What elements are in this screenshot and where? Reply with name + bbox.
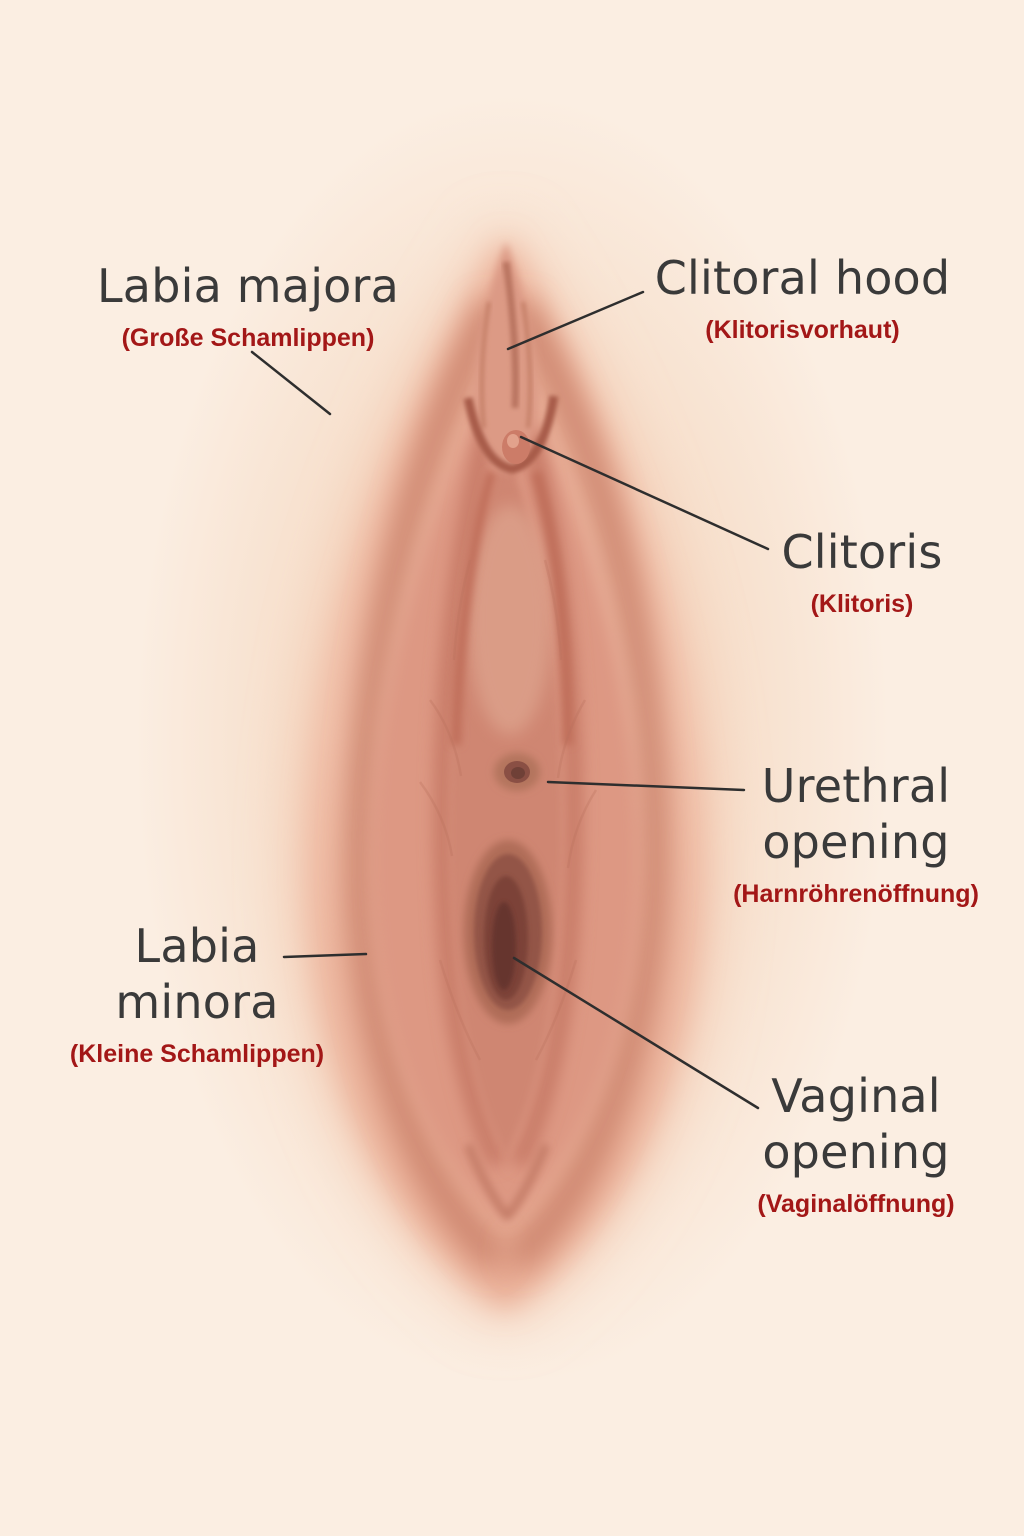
label-clitoral-hood-text: Clitoral hood [654, 251, 951, 305]
leader-line-clitoral-hood [506, 290, 645, 351]
label-labia-majora-text: Labia majora [96, 259, 400, 313]
label-clitoris: Clitoris (Klitoris) [762, 524, 962, 619]
label-labia-minora: Labia minora (Kleine Schamlippen) [69, 918, 325, 1069]
label-urethral-opening: Urethral opening (Harnröhrenöffnung) [733, 758, 979, 909]
clitoral-hood-shape [463, 242, 559, 474]
label-labia-minora-translation: (Kleine Schamlippen) [69, 1040, 325, 1069]
leader-line-clitoris [519, 435, 770, 551]
leader-line-urethral-opening [546, 780, 746, 792]
label-labia-majora: Labia majora (Große Schamlippen) [78, 258, 418, 353]
label-urethral-opening-text: Urethral opening [761, 759, 951, 870]
leader-lines [250, 290, 770, 1110]
skin-texture-lines [418, 559, 598, 1061]
leader-line-labia-minora [282, 952, 368, 959]
label-vaginal-opening-text: Vaginal opening [762, 1069, 950, 1180]
label-labia-minora-text: Labia minora [115, 919, 279, 1030]
urethral-opening-shape [494, 753, 540, 791]
label-clitoris-translation: (Klitoris) [810, 590, 914, 619]
vaginal-opening-shape [464, 840, 552, 1024]
label-clitoral-hood-translation: (Klitorisvorhaut) [705, 316, 900, 345]
label-clitoris-text: Clitoris [781, 525, 943, 579]
clitoris-glans-shape [451, 430, 573, 746]
leader-line-vaginal-opening [512, 956, 760, 1110]
label-clitoral-hood: Clitoral hood (Klitorisvorhaut) [645, 250, 960, 345]
label-vaginal-opening-translation: (Vaginalöffnung) [757, 1190, 955, 1219]
fourchette-shape [464, 1143, 550, 1221]
label-vaginal-opening: Vaginal opening (Vaginalöffnung) [750, 1068, 962, 1219]
leader-line-labia-majora [250, 350, 332, 416]
label-labia-majora-translation: (Große Schamlippen) [121, 324, 375, 353]
label-urethral-opening-translation: (Harnröhrenöffnung) [733, 880, 979, 909]
